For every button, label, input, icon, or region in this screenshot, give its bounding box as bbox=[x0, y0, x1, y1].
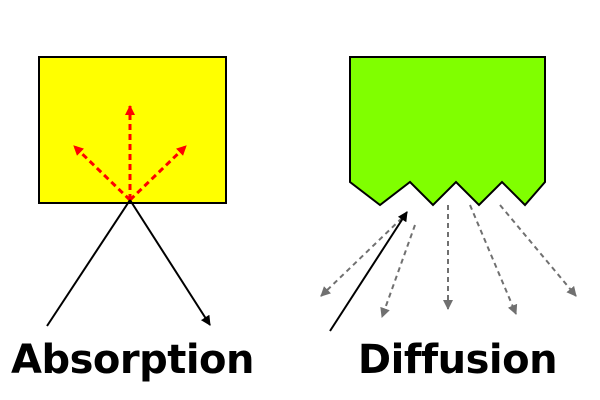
diffusion-panel bbox=[320, 56, 577, 332]
diffusion-label: Diffusion bbox=[357, 337, 558, 383]
diffusion-incident-ray bbox=[329, 211, 408, 332]
reflected-rays bbox=[72, 105, 188, 202]
scattered-ray-4 bbox=[469, 204, 518, 315]
absorbing-surface-block bbox=[38, 56, 227, 204]
absorption-panel bbox=[38, 56, 227, 327]
scattered-ray-5 bbox=[499, 204, 577, 297]
scattered-ray-2 bbox=[380, 224, 416, 318]
scattered-ray-1 bbox=[320, 217, 403, 297]
outgoing-ray bbox=[129, 199, 211, 326]
incident-ray bbox=[46, 199, 131, 327]
absorption-label: Absorption bbox=[10, 337, 255, 383]
scattered-rays bbox=[320, 204, 577, 318]
reflected-ray-left bbox=[72, 144, 132, 202]
diffusing-surface-block bbox=[349, 56, 546, 207]
reflected-ray-right bbox=[128, 144, 188, 202]
